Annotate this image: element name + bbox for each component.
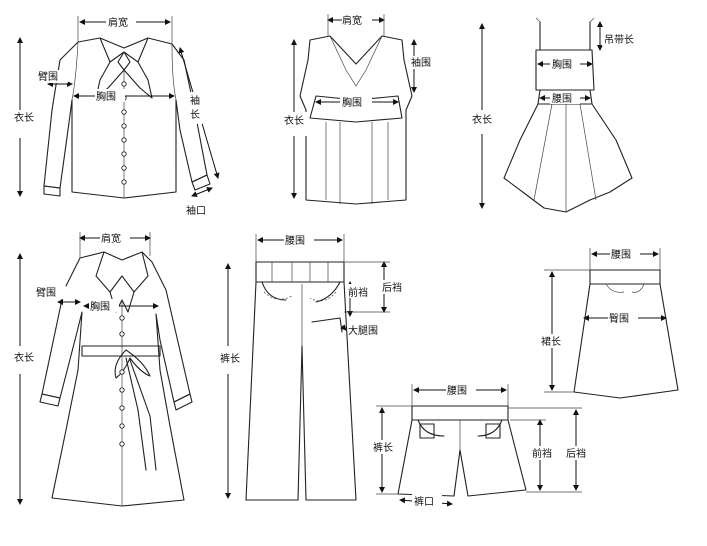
dress-chest-label: 胸围 bbox=[552, 58, 572, 71]
coat-dimensions: 肩宽 衣长 臂围 胸围 bbox=[14, 230, 159, 505]
shorts-hem-label: 裤口 bbox=[414, 495, 434, 508]
coat-illustration bbox=[39, 251, 193, 507]
shirt-cuff-label: 袖口 bbox=[186, 204, 206, 217]
pants-length-label: 裤长 bbox=[220, 352, 240, 365]
coat-arm-label: 臂围 bbox=[36, 286, 56, 299]
vest-length-label: 衣长 bbox=[284, 114, 304, 127]
coat-length-label: 衣长 bbox=[14, 351, 34, 364]
shorts-illustration bbox=[397, 405, 527, 497]
pants-dimensions: 腰围 裤长 前裆 后裆 大腿围 bbox=[220, 233, 410, 499]
dress-illustration bbox=[503, 17, 633, 213]
skirt-waist-label: 腰围 bbox=[611, 249, 631, 261]
pants-illustration bbox=[245, 261, 357, 501]
dress-strap-label: 吊带长 bbox=[604, 34, 634, 46]
shirt-sleeve-label: 袖长 bbox=[190, 94, 200, 121]
skirt-hip-label: 臀围 bbox=[609, 313, 629, 325]
pants-thigh-label: 大腿围 bbox=[348, 324, 378, 337]
vest-illustration bbox=[299, 35, 413, 205]
shirt-shoulder-label: 肩宽 bbox=[108, 16, 128, 29]
dress-waist-label: 腰围 bbox=[552, 93, 572, 105]
vest-shoulder-label: 肩宽 bbox=[342, 14, 362, 27]
shirt-arm-label: 臂围 bbox=[38, 70, 58, 83]
pants-back-rise-label: 后裆 bbox=[382, 281, 402, 294]
pants-front-rise-label: 前裆 bbox=[348, 286, 368, 299]
pants-waist-label: 腰围 bbox=[285, 235, 305, 247]
coat-chest-label: 胸围 bbox=[90, 300, 110, 313]
shorts-back-rise-label: 后裆 bbox=[566, 447, 586, 460]
shorts-dimensions: 腰围 裤长 前裆 后裆 裤口 bbox=[372, 383, 594, 508]
dress-length-label: 衣长 bbox=[472, 113, 492, 126]
shirt-length-label: 衣长 bbox=[14, 111, 34, 124]
shirt-dimensions: 肩宽 衣长 臂围 胸围 袖长 袖口 bbox=[14, 15, 220, 217]
dress-dimensions: 衣长 吊带长 胸围 腰围 bbox=[471, 21, 642, 209]
skirt-dimensions: 腰围 裙长 臀围 bbox=[540, 247, 667, 393]
vest-chest-label: 胸围 bbox=[342, 96, 362, 109]
skirt-illustration bbox=[573, 269, 679, 399]
shorts-front-rise-label: 前裆 bbox=[532, 447, 552, 460]
coat-shoulder-label: 肩宽 bbox=[101, 232, 121, 245]
shirt-illustration bbox=[43, 37, 211, 199]
vest-armhole-label: 袖围 bbox=[411, 56, 431, 69]
shirt-chest-label: 胸围 bbox=[96, 90, 116, 103]
skirt-length-label: 裙长 bbox=[541, 335, 561, 348]
shorts-length-label: 裤长 bbox=[373, 441, 393, 454]
shorts-waist-label: 腰围 bbox=[447, 385, 467, 397]
vest-dimensions: 肩宽 衣长 袖围 胸围 bbox=[283, 13, 440, 199]
